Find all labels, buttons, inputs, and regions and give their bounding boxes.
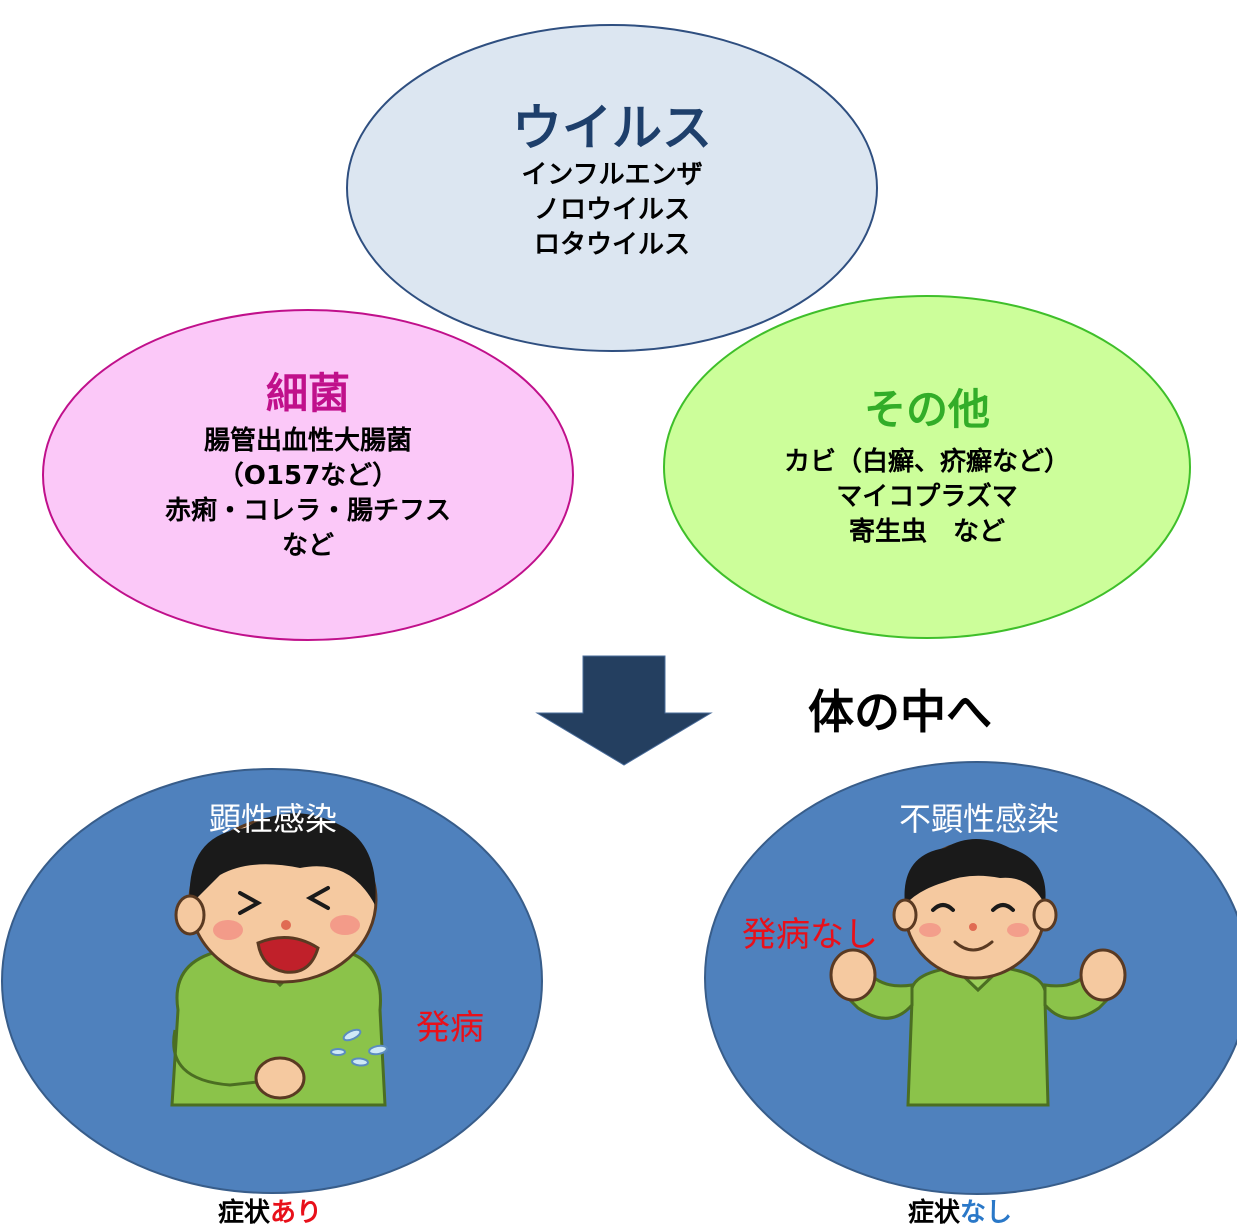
symptom-present-caption: 症状あり	[120, 1192, 420, 1229]
symptom-absent-caption: 症状なし	[810, 1192, 1110, 1229]
virus-title: ウイルス	[512, 99, 712, 157]
virus-example: インフルエンザ	[521, 160, 703, 190]
bacteria-example: など	[281, 531, 334, 562]
symptom-word: 症状	[907, 1198, 960, 1228]
symptom-present-word: あり	[270, 1198, 323, 1228]
other-example: 寄生虫 など	[848, 517, 1005, 548]
other-example: マイコプラズマ	[836, 482, 1018, 513]
other-examples: カビ（白癬、疥癬など） マイコプラズマ 寄生虫 など	[663, 445, 1191, 550]
bacteria-example: （O157など）	[217, 461, 399, 492]
into-body-label: 体の中へ	[808, 685, 992, 739]
other-title: その他	[863, 385, 990, 434]
symptom-word: 症状	[217, 1198, 270, 1228]
virus-examples: インフルエンザ ノロウイルス ロタウイルス	[346, 158, 878, 263]
bacteria-title: 細菌	[265, 369, 350, 418]
other-ellipse	[663, 295, 1191, 639]
bacteria-examples: 腸管出血性大腸菌 （O157など） 赤痢・コレラ・腸チフス など	[42, 424, 574, 564]
bacteria-example: 赤痢・コレラ・腸チフス	[164, 496, 451, 527]
healthy-boy-illustration	[829, 839, 1127, 1107]
down-arrow-icon	[535, 655, 713, 766]
symptom-absent-word: なし	[960, 1198, 1013, 1228]
bacteria-example: 腸管出血性大腸菌	[203, 426, 412, 456]
apparent-infection-label: 顕性感染	[208, 800, 337, 838]
virus-example: ノロウイルス	[533, 195, 690, 226]
other-example: カビ（白癬、疥癬など）	[783, 447, 1070, 477]
virus-example: ロタウイルス	[533, 230, 690, 261]
virus-ellipse	[346, 24, 878, 352]
sick-boy-illustration	[170, 813, 388, 1107]
no-onset-label: 発病なし	[742, 915, 878, 955]
onset-label: 発病	[416, 1008, 484, 1048]
bacteria-ellipse	[42, 309, 574, 641]
inapparent-infection-label: 不顕性感染	[898, 800, 1059, 838]
